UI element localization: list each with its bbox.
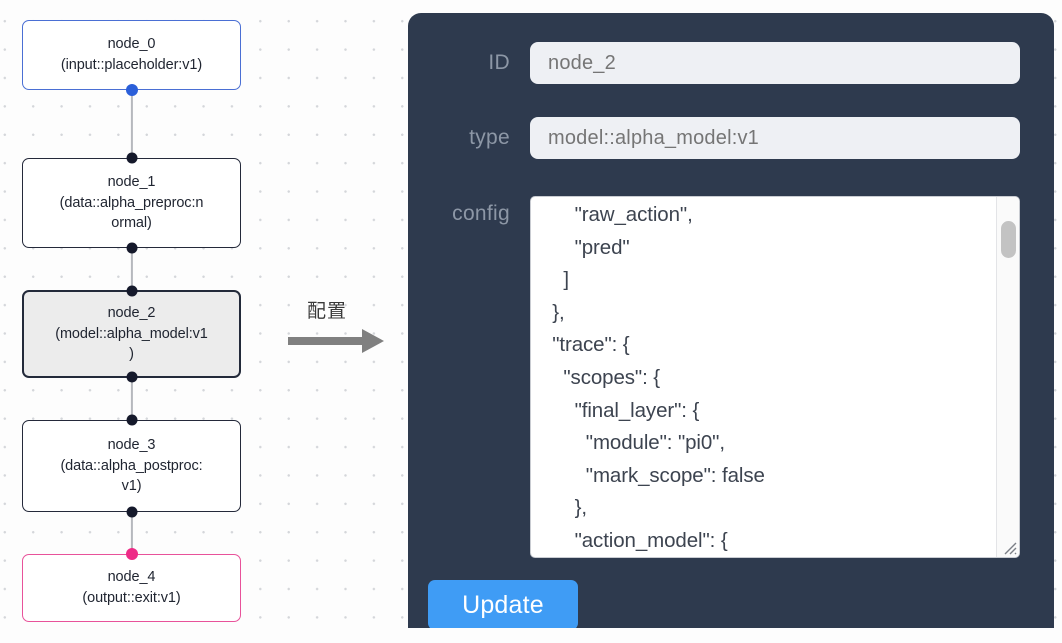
config-scrollbar-thumb[interactable] bbox=[1001, 221, 1016, 258]
graph-node-label: node_0 (input::placeholder:v1) bbox=[60, 36, 203, 73]
node_2-source-handle[interactable] bbox=[126, 371, 138, 383]
graph-node-node_4[interactable]: node_4 (output::exit:v1) bbox=[22, 554, 241, 622]
edge-node2-node3 bbox=[130, 377, 134, 420]
graph-node-label: node_4 (output::exit:v1) bbox=[82, 569, 181, 606]
node_1-source-handle[interactable] bbox=[126, 242, 138, 254]
node_3-source-handle[interactable] bbox=[126, 506, 138, 518]
config-arrow-label: 配置 bbox=[306, 301, 347, 322]
node_1-target-handle[interactable] bbox=[126, 152, 138, 164]
field-row-config: config bbox=[408, 196, 1054, 558]
graph-node-label: node_2 (model::alpha_model:v1 ) bbox=[55, 305, 208, 363]
graph-node-node_0[interactable]: node_0 (input::placeholder:v1) bbox=[22, 20, 241, 90]
graph-node-node_1[interactable]: node_1 (data::alpha_preproc:n ormal) bbox=[22, 158, 241, 248]
update-button[interactable]: Update bbox=[428, 580, 578, 628]
node-config-panel: ID type config Update bbox=[408, 13, 1054, 628]
graph-node-node_2[interactable]: node_2 (model::alpha_model:v1 ) bbox=[22, 290, 241, 378]
config-arrow-group: 配置 bbox=[288, 296, 398, 366]
type-field-label: type bbox=[469, 126, 510, 149]
graph-node-label: node_1 (data::alpha_preproc:n ormal) bbox=[59, 174, 204, 232]
config-textarea[interactable] bbox=[530, 196, 1020, 558]
config-field-label: config bbox=[452, 202, 510, 225]
id-field-label: ID bbox=[488, 51, 510, 74]
edge-node1-node2 bbox=[130, 248, 134, 294]
resize-handle-icon[interactable] bbox=[1000, 538, 1018, 556]
graph-node-node_3[interactable]: node_3 (data::alpha_postproc: v1) bbox=[22, 420, 241, 512]
right-arrow-icon bbox=[288, 329, 384, 353]
node_4-target-handle[interactable] bbox=[126, 548, 138, 560]
type-input[interactable] bbox=[530, 117, 1020, 159]
field-row-type: type bbox=[408, 117, 1054, 159]
graph-node-label: node_3 (data::alpha_postproc: v1) bbox=[60, 437, 203, 495]
edge-node0-node1 bbox=[130, 90, 134, 158]
config-textarea-wrap bbox=[530, 196, 1020, 558]
field-row-id: ID bbox=[408, 42, 1054, 84]
node_3-target-handle[interactable] bbox=[126, 414, 138, 426]
node_0-source-handle[interactable] bbox=[126, 84, 138, 96]
edge-node3-node4 bbox=[130, 512, 134, 554]
id-input[interactable] bbox=[530, 42, 1020, 84]
config-scrollbar[interactable] bbox=[996, 197, 1019, 557]
node_2-target-handle[interactable] bbox=[126, 285, 138, 297]
canvas-bottom-edge bbox=[0, 628, 408, 643]
